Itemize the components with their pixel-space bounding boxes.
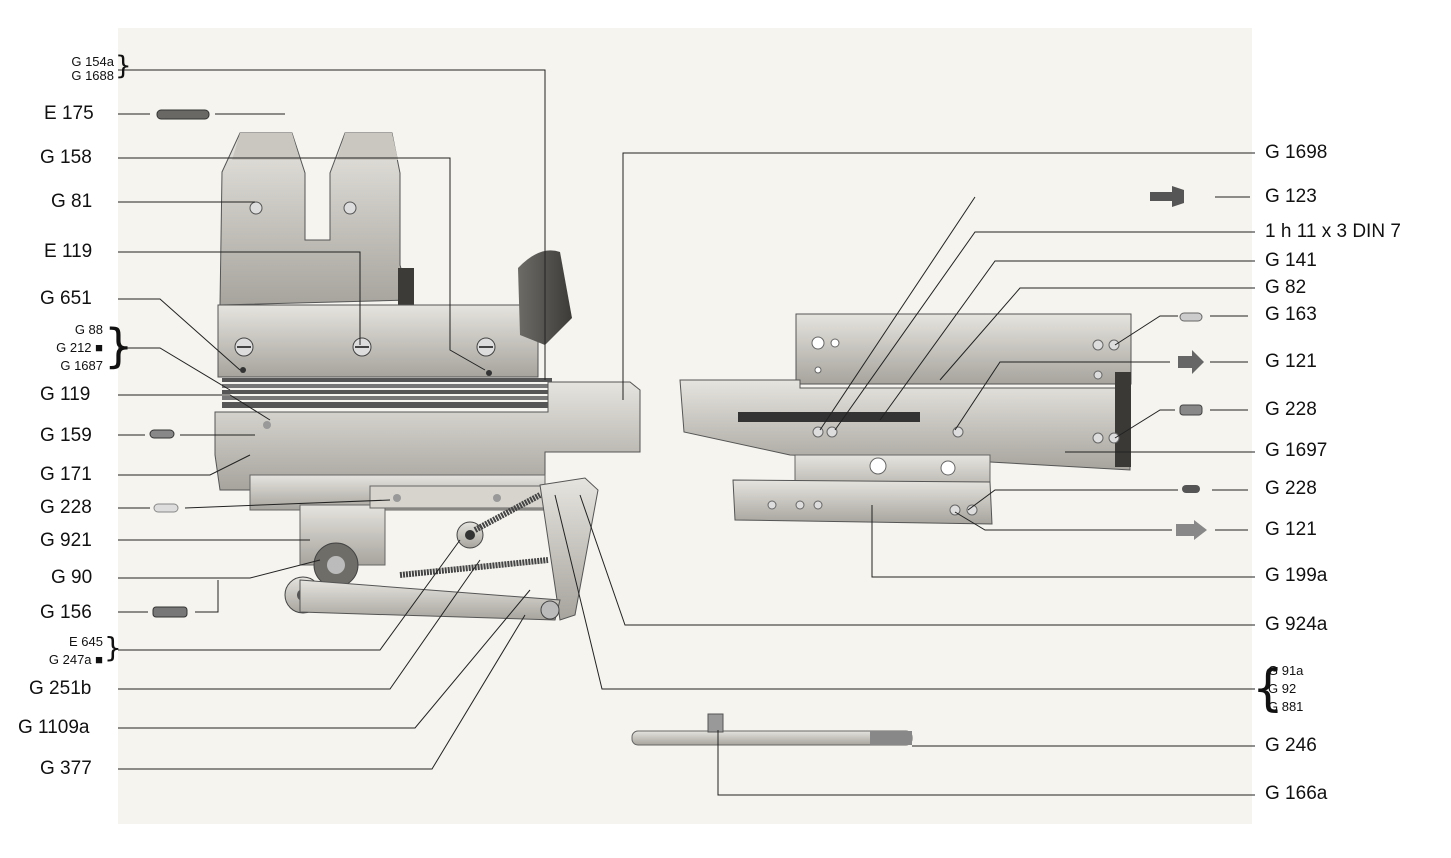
shaft-g246 <box>631 713 913 746</box>
label-g141: G 141 <box>1265 250 1317 271</box>
plate-g82 <box>795 313 1132 385</box>
brace-e645-g247a: } <box>104 631 122 664</box>
label-g247a: G 247a ■ <box>48 652 103 667</box>
label-g212: G 212 ■ <box>56 340 103 355</box>
screw-g123 <box>1150 186 1184 207</box>
pin-g228-upper <box>1179 404 1203 416</box>
label-g81: G 81 <box>51 191 93 212</box>
leader-lines <box>118 69 1255 796</box>
spring-stack <box>222 378 552 408</box>
label-g1109a: G 1109a <box>18 717 90 738</box>
pin-g163 <box>1179 312 1203 322</box>
label-g251b: G 251b <box>29 678 92 699</box>
brace-g91a-g881: { <box>1252 659 1284 717</box>
label-g377: G 377 <box>40 758 92 779</box>
label-g1687: G 1687 <box>60 358 103 373</box>
label-g82: G 82 <box>1265 277 1307 298</box>
label-g158: G 158 <box>40 147 92 168</box>
label-g1698: G 1698 <box>1265 142 1328 163</box>
pin-g228-lower <box>1182 485 1200 493</box>
label-g121-upper: G 121 <box>1265 351 1317 372</box>
label-g228-left: G 228 <box>40 497 92 518</box>
label-g121-lower: G 121 <box>1265 519 1317 540</box>
label-g156: G 156 <box>40 602 92 623</box>
label-g228-upper: G 228 <box>1265 399 1317 420</box>
label-g92: G 92 <box>1268 681 1297 696</box>
label-g921: G 921 <box>40 530 92 551</box>
label-g90: G 90 <box>51 567 93 588</box>
pin-g228-left <box>153 503 179 513</box>
pin-e175 <box>156 109 210 120</box>
pin-g159 <box>149 429 175 439</box>
label-e645: E 645 <box>69 634 103 649</box>
label-e175: E 175 <box>44 103 94 124</box>
label-din7: 1 h 11 x 3 DIN 7 <box>1265 221 1401 242</box>
label-g651: G 651 <box>40 288 92 309</box>
screw-g156 <box>152 606 188 618</box>
label-g163: G 163 <box>1265 304 1317 325</box>
label-e119: E 119 <box>44 241 93 262</box>
screw-g121-lower <box>1176 520 1207 540</box>
label-g91a: G 91a <box>1268 663 1304 678</box>
left-assembly <box>214 132 641 621</box>
label-g1697: G 1697 <box>1265 440 1328 461</box>
label-g123: G 123 <box>1265 186 1317 207</box>
brace-g154a-g1688: } <box>115 51 132 81</box>
right-assembly <box>679 313 1132 525</box>
label-g1688: G 1688 <box>71 68 114 83</box>
label-g166a: G 166a <box>1265 783 1328 804</box>
label-g119: G 119 <box>40 384 91 405</box>
label-g154a: G 154a <box>71 54 114 69</box>
brace-g88-g1687: } <box>104 319 134 373</box>
label-g88: G 88 <box>74 322 103 337</box>
label-g159: G 159 <box>40 425 92 446</box>
label-g199a: G 199a <box>1265 565 1328 586</box>
main-slide <box>214 381 641 491</box>
label-g924a: G 924a <box>1265 614 1328 635</box>
label-g881: G 881 <box>1268 699 1304 714</box>
label-g228-lower: G 228 <box>1265 478 1317 499</box>
label-g246: G 246 <box>1265 735 1317 756</box>
screw-g121-upper <box>1178 350 1204 374</box>
label-g171: G 171 <box>40 464 92 485</box>
